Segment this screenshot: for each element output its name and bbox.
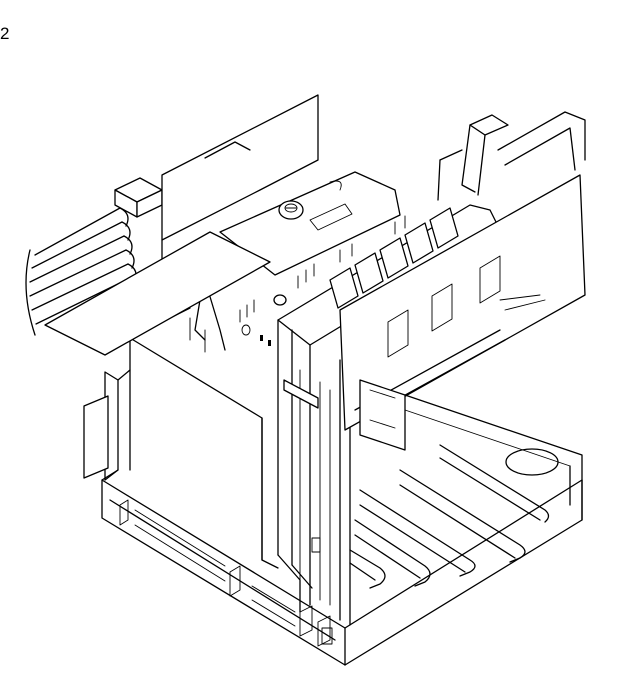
chassis-base <box>101 469 583 666</box>
front-flap <box>44 231 271 356</box>
retainer-frame <box>339 174 586 431</box>
comb-teeth <box>329 207 459 309</box>
ribbon-cable <box>25 207 137 336</box>
rear-panel <box>161 94 319 271</box>
tray-right-wall <box>404 394 583 521</box>
top-plate <box>219 171 401 276</box>
connector-block <box>114 177 163 218</box>
figure-number: 2 <box>0 24 10 43</box>
latch-top <box>437 111 586 201</box>
side-connector <box>359 379 406 451</box>
board-components <box>239 215 406 346</box>
card-slots <box>349 444 550 589</box>
